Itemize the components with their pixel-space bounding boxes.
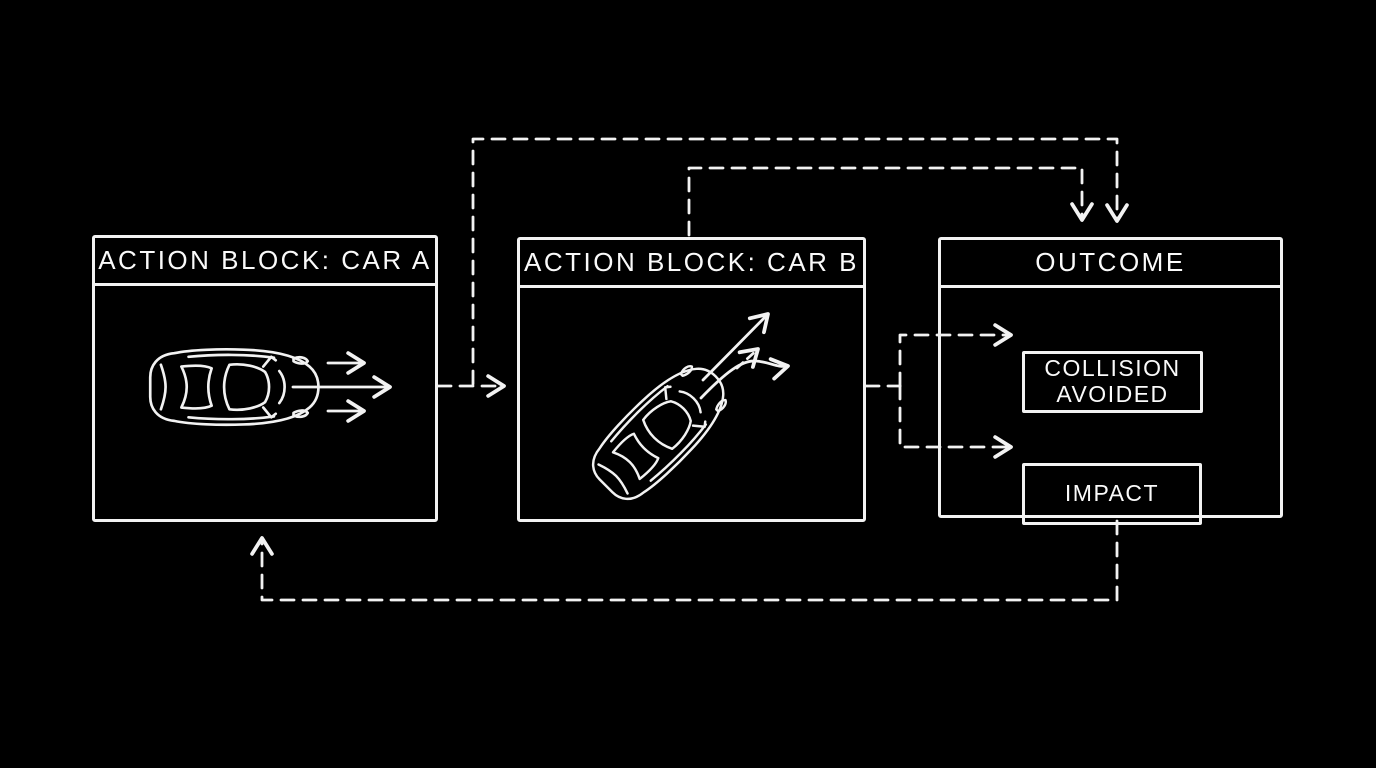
outcome-block: OUTCOME COLLISION AVOIDED IMPACT [938,237,1283,525]
connector-feedback-outcome-to-car-a [250,519,1119,602]
outcome-option-collision-avoided: COLLISION AVOIDED [1022,351,1203,413]
action-block-car-b: ACTION BLOCK: CAR B [517,237,866,522]
action-block-car-b-title: ACTION BLOCK: CAR B [520,240,863,288]
collision-avoided-label: COLLISION AVOIDED [1044,355,1181,407]
connector-car-b-top-to-outcome-top [687,166,1094,237]
outcome-title: OUTCOME [941,240,1280,288]
action-block-car-a-title: ACTION BLOCK: CAR A [95,238,435,286]
action-block-car-a: ACTION BLOCK: CAR A [92,235,438,522]
impact-label: IMPACT [1064,480,1160,507]
outcome-option-impact: IMPACT [1022,463,1202,525]
